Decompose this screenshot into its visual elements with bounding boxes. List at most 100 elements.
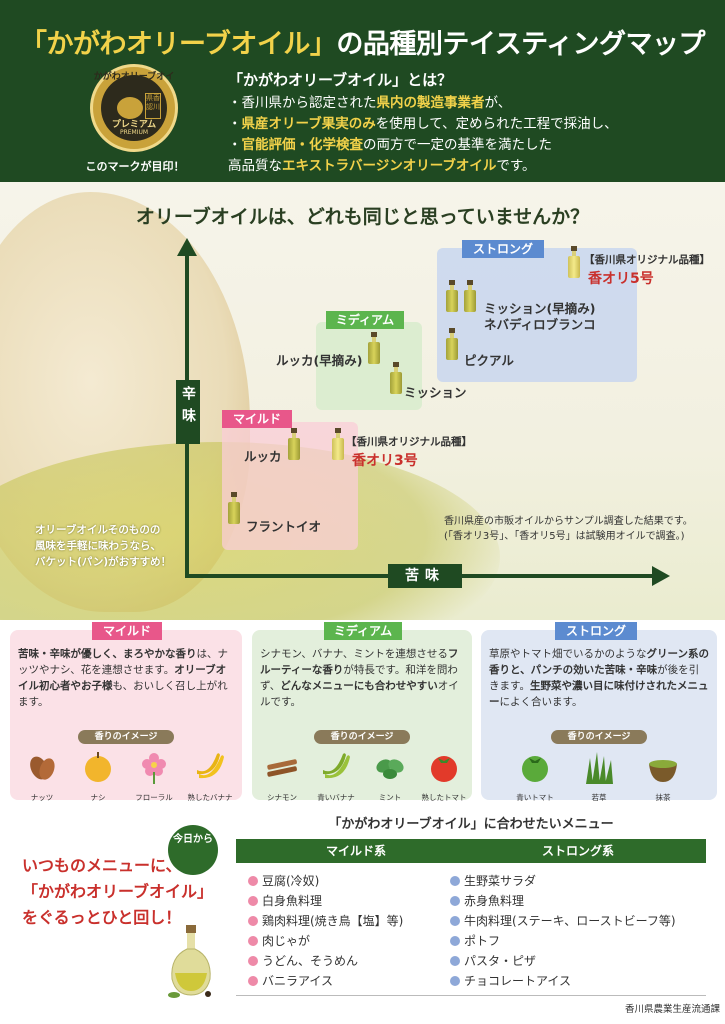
- variety-frantoio: フラントイオ: [246, 519, 322, 534]
- intro-question: 「かがわオリーブオイル」とは？: [228, 71, 453, 89]
- badge-seal: 県香認川: [145, 93, 161, 119]
- variety-kaori5: 香オリ5号: [588, 271, 654, 287]
- card-mild-desc: 苦味・辛味が優しく、まろやかな香りは、ナッツやナシ、花を連想させます。オリーブオ…: [18, 646, 234, 710]
- olive-oil-bottle-icon: [368, 332, 380, 364]
- survey-note: 香川県産の市販オイルからサンプル調査した結果です。 (「香オリ3号」、「香オリ5…: [444, 514, 714, 544]
- intro-line-1-hl: 県内の製造事業者: [376, 95, 485, 111]
- card-medium-desc-t2: が特長です。和洋を問わず、: [260, 664, 458, 692]
- tasting-map: オリーブオイルは、どれも同じと思っていませんか？ 辛味 苦味 マイルド ミディア…: [0, 182, 725, 620]
- intro: 「かがわオリーブオイル」とは？ ・香川県から認定された県内の製造事業者が、 ・県…: [228, 70, 708, 177]
- olive-oil-jar-icon: [168, 925, 211, 998]
- intro-line-4-a: 高品質な: [228, 158, 282, 174]
- card-strong: ストロング 草原やトマト畑でいるかのようなグリーン系の香りと、パンチの効いた苦味…: [481, 622, 717, 803]
- olive-oil-bottle-icon: [568, 246, 580, 278]
- mark-caption: このマークが目印！: [85, 160, 185, 173]
- card-mild-desc-t2: も、おいしく召し上がれます。: [18, 680, 228, 708]
- variety-picual: ピクアル: [464, 353, 514, 368]
- intro-line-3-a: ・: [228, 137, 242, 153]
- aroma-ripe-banana: 熟したバナナ: [184, 750, 236, 803]
- slogan-line-2: 「かがわオリーブオイル」: [22, 882, 214, 901]
- variety-nevadillo: ネバディロブランコ: [484, 317, 596, 332]
- original-variety-tag: 【香川県オリジナル品種】: [584, 254, 710, 266]
- card-medium-desc-t3: オイルです。: [260, 680, 459, 708]
- aroma-caption: ナッツ: [30, 793, 54, 802]
- card-mild-desc-t1: は、ナッツやナシ、花を連想させます。: [18, 648, 228, 676]
- intro-line-2-a: ・: [228, 116, 242, 132]
- aroma-matcha: 抹茶: [637, 750, 689, 803]
- menu-head-strong: ストロング系: [542, 844, 615, 858]
- variety-lucca-early: ルッカ(早摘み): [276, 353, 363, 368]
- card-medium-desc-b2: どんなメニューにも合わせやすい: [280, 680, 438, 692]
- variety-mission-early: ミッション(早摘み): [484, 301, 596, 316]
- x-axis-arrow-icon: [652, 566, 670, 586]
- intro-line-3: ・官能評価・化学検査の両方で一定の基準を満たした: [228, 135, 708, 156]
- card-medium-desc: シナモン、バナナ、ミントを連想させるフルーティーな香りが特長です。和洋を問わず、…: [260, 646, 464, 710]
- aroma-pear: ナシ: [72, 750, 124, 803]
- survey-note-line-1: 香川県産の市販オイルからサンプル調査した結果です。: [444, 516, 693, 527]
- tomato-icon: [522, 756, 548, 782]
- zone-strong: [437, 248, 637, 382]
- menu-item: ポトフ: [450, 931, 676, 951]
- olive-oil-bottle-icon: [332, 428, 344, 460]
- card-strong-desc-b1: グリーン系の香りと、パンチの効いた苦味・辛味: [489, 648, 709, 676]
- card-mild-desc-b2: オリーブオイル初心者やお子様: [18, 664, 227, 692]
- banana-icon: [197, 753, 224, 779]
- badge-olive-icon: [117, 97, 143, 119]
- intro-line-4-b: です。: [496, 158, 536, 174]
- aroma-ripe-tomato: 熟したトマト: [418, 750, 470, 803]
- menu-item: チョコレートアイス: [450, 971, 676, 991]
- aroma-floral: フローラル: [128, 750, 180, 803]
- intro-line-4: 高品質なエキストラバージンオリーブオイルです。: [228, 156, 708, 177]
- title-rest: の品種別テイスティングマップ: [336, 29, 705, 60]
- aroma-caption: ナシ: [90, 793, 106, 802]
- aroma-green-tomato: 青いトマト: [509, 750, 561, 803]
- zone-medium: [316, 322, 422, 410]
- menu-item: うどん、そうめん: [248, 951, 403, 971]
- matcha-icon: [649, 760, 677, 782]
- category-cards: マイルド 苦味・辛味が優しく、まろやかな香りは、ナッツやナシ、花を連想させます。…: [0, 620, 725, 805]
- x-axis-label: 苦味: [388, 564, 462, 588]
- baguette-tip-line-1: オリーブオイルそのものの: [35, 524, 161, 536]
- baguette-tip-line-3: バケット(パン)がおすすめ！: [35, 556, 172, 568]
- page-title: 「かがわオリーブオイル」の品種別テイスティングマップ: [0, 22, 725, 61]
- aroma-mint: ミント: [364, 750, 416, 803]
- menu-item: 白身魚料理: [248, 891, 403, 911]
- intro-line-1-a: ・香川県から認定された: [228, 95, 377, 111]
- slogan: いつものメニューに、 「かがわオリーブオイル」 をぐるっとひと回し！: [22, 853, 232, 931]
- tomato-icon: [431, 756, 457, 782]
- variety-kaori3: 香オリ3号: [352, 453, 418, 469]
- intro-line-2-hl: 県産オリーブ果実のみ: [241, 116, 376, 132]
- aroma-caption: 青いバナナ: [317, 793, 355, 802]
- aroma-nut: ナッツ: [16, 750, 68, 803]
- intro-line-1: ・香川県から認定された県内の製造事業者が、: [228, 93, 708, 114]
- card-strong-tag: ストロング: [555, 622, 637, 640]
- intro-line-3-hl: 官能評価・化学検査: [241, 137, 364, 153]
- menu-item: 生野菜サラダ: [450, 871, 676, 891]
- aroma-young-grass: 若草: [573, 750, 625, 803]
- y-axis-label-text: 辛味: [180, 386, 196, 430]
- olive-oil-bottle-icon: [446, 280, 458, 312]
- badge-inner: 県香認川: [101, 75, 167, 141]
- baguette-tip: オリーブオイルそのものの 風味を手軽に味わうなら、 バケット(パン)がおすすめ！: [35, 522, 195, 570]
- olive-oil-bottle-icon: [446, 328, 458, 360]
- baguette-tip-line-2: 風味を手軽に味わうなら、: [35, 540, 161, 552]
- menu-head-mild: マイルド系: [326, 844, 387, 858]
- aroma-caption: フローラル: [135, 793, 173, 802]
- menu-section: 今日から いつものメニューに、 「かがわオリーブオイル」 をぐるっとひと回し！ …: [0, 805, 725, 1024]
- slogan-line-3: をぐるっとひと回し！: [22, 908, 182, 927]
- footer-credit: 香川県農業生産流通課: [624, 1004, 720, 1015]
- zone-strong-tag: ストロング: [462, 240, 544, 258]
- variety-mission: ミッション: [404, 385, 467, 400]
- menu-item: 豆腐(冷奴): [248, 871, 403, 891]
- aroma-caption: 若草: [591, 793, 607, 802]
- card-strong-desc: 草原やトマト畑でいるかのようなグリーン系の香りと、パンチの効いた苦味・辛味が後を…: [489, 646, 709, 710]
- aroma-caption: 熟したバナナ: [187, 793, 233, 802]
- card-mild-desc-b1: 苦味・辛味が優しく、まろやかな香り: [18, 648, 197, 660]
- title-brand: 「かがわオリーブオイル」: [20, 29, 337, 60]
- cinnamon-icon: [267, 759, 297, 777]
- menu-item: バニラアイス: [248, 971, 403, 991]
- aroma-caption: 青いトマト: [516, 793, 554, 802]
- card-mild-tag: マイルド: [92, 622, 162, 640]
- card-strong-desc-t1: 草原やトマト畑でいるかのような: [489, 648, 647, 660]
- intro-line-2-b: を使用して、定められた工程で採油し、: [375, 116, 618, 132]
